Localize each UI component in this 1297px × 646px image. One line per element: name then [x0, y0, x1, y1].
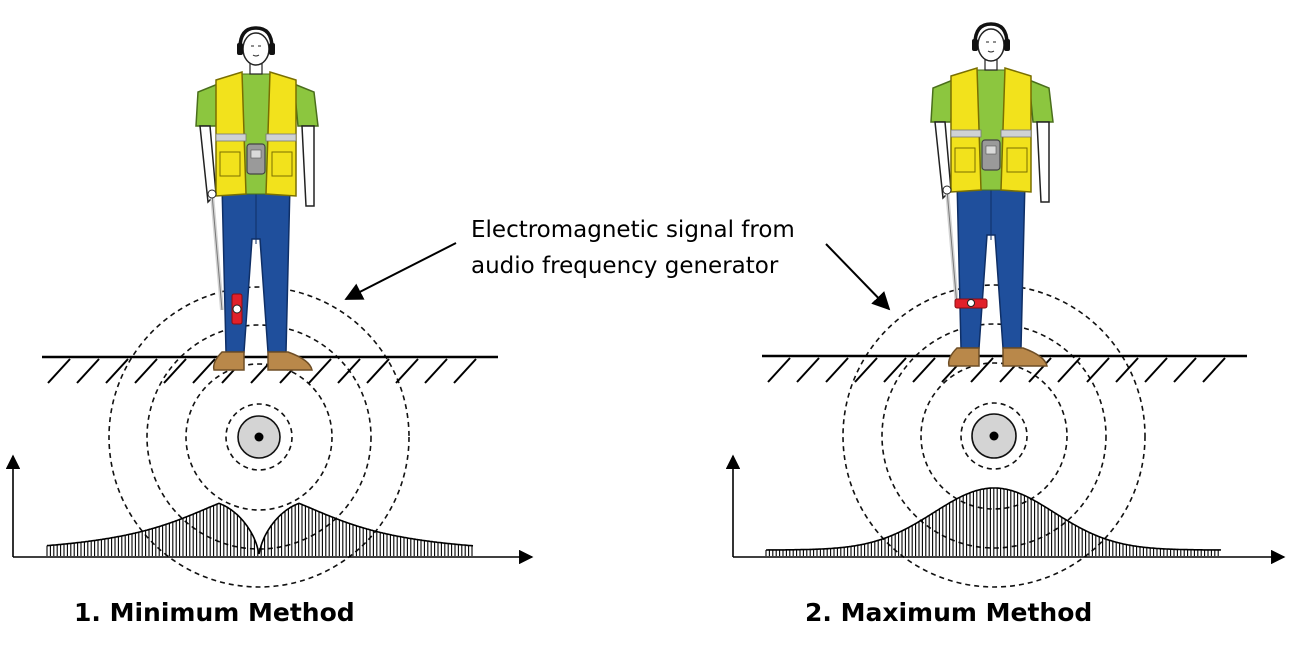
- signal-profile-minimum: [46, 502, 474, 556]
- panel-minimum-method: [5, 26, 534, 588]
- operator-figure-1: [194, 26, 320, 372]
- caption-minimum-method: 1. Minimum Method: [74, 598, 355, 627]
- signal-profile-maximum: [765, 487, 1222, 556]
- field-ring: [225, 403, 293, 471]
- ground-hatch: [1144, 357, 1168, 383]
- buried-cable-2: [971, 413, 1017, 459]
- ground-hatch: [1057, 357, 1081, 383]
- field-ring: [108, 286, 410, 588]
- ground-hatch: [1173, 357, 1197, 383]
- ground-hatch: [395, 358, 419, 384]
- signal-annotation: Electromagnetic signal from audio freque…: [471, 212, 795, 284]
- annotation-arrow-left: [344, 242, 457, 300]
- ground-hatch: [308, 358, 332, 384]
- field-ring: [960, 402, 1028, 470]
- annotation-arrows: [344, 242, 891, 311]
- ground-hatch: [883, 357, 907, 383]
- ground-hatch: [105, 358, 129, 384]
- ground-hatch: [366, 358, 390, 384]
- ground-hatch: [76, 358, 100, 384]
- ground-hatch: [1086, 357, 1110, 383]
- ground-hatch: [796, 357, 820, 383]
- panel-maximum-method: [725, 22, 1286, 588]
- buried-cable-1: [237, 415, 281, 459]
- field-ring: [920, 362, 1068, 510]
- field-rings-1: [108, 286, 410, 588]
- ground-hatch: [854, 357, 878, 383]
- ground-hatch: [1115, 357, 1139, 383]
- ground-hatch: [192, 358, 216, 384]
- field-ring: [146, 324, 372, 550]
- operator-figure-2: [929, 22, 1055, 368]
- ground-hatch: [453, 358, 477, 384]
- ground-hatch: [767, 357, 791, 383]
- signal-strength-axes-2: [725, 454, 1286, 565]
- ground-hatch: [825, 357, 849, 383]
- signal-annotation-line1: Electromagnetic signal from: [471, 217, 795, 243]
- ground-hatch: [134, 358, 158, 384]
- ground-hatch: [47, 358, 71, 384]
- signal-strength-axes-1: [5, 454, 534, 565]
- field-ring: [185, 363, 333, 511]
- ground-hatch: [970, 357, 994, 383]
- ground-hatch: [912, 357, 936, 383]
- ground-hatch: [1028, 357, 1052, 383]
- signal-annotation-line2: audio frequency generator: [471, 253, 779, 279]
- ground-hatch: [424, 358, 448, 384]
- field-ring: [842, 284, 1146, 588]
- ground-hatch: [337, 358, 361, 384]
- caption-maximum-method: 2. Maximum Method: [805, 598, 1093, 627]
- ground-hatch: [1202, 357, 1226, 383]
- ground-hatch: [163, 358, 187, 384]
- annotation-arrow-right: [825, 243, 891, 311]
